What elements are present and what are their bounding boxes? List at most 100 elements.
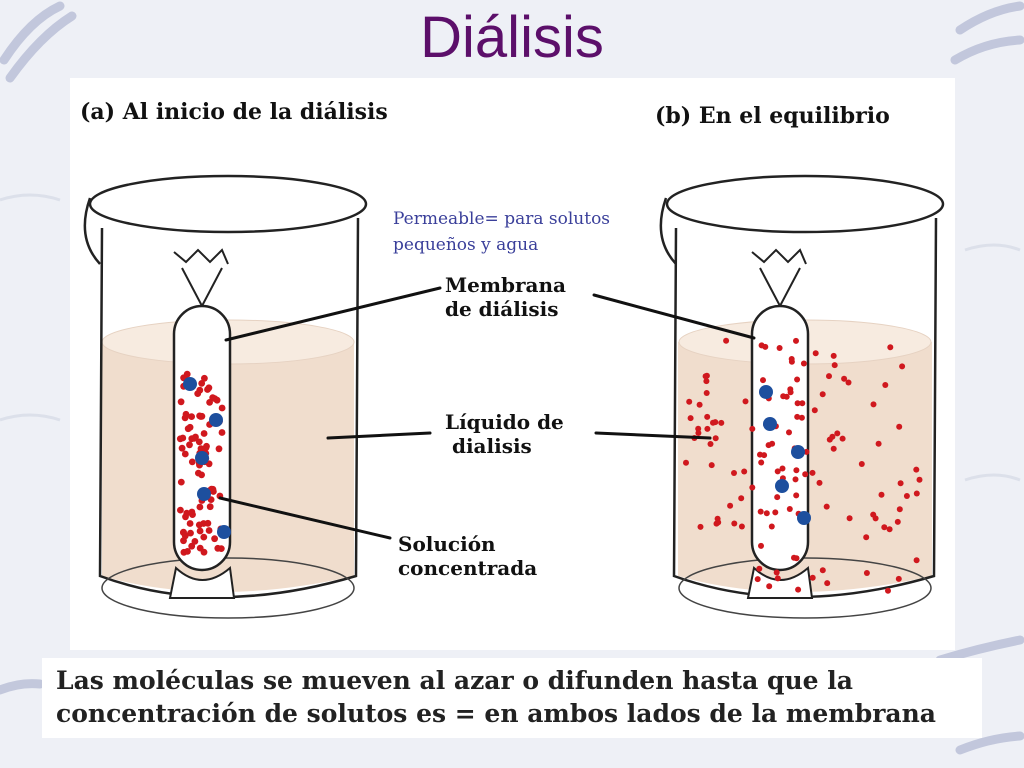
small-solute (760, 377, 766, 384)
small-solute (858, 461, 865, 467)
small-solute (200, 430, 208, 437)
small-solute (215, 445, 223, 453)
small-solute (214, 544, 222, 552)
small-solute (738, 523, 745, 530)
small-solute (839, 435, 846, 442)
small-solute (799, 400, 806, 407)
large-solute (217, 525, 231, 539)
small-solute (218, 404, 226, 412)
small-solute (895, 575, 902, 582)
small-solute (697, 523, 704, 530)
small-solute (738, 495, 745, 502)
large-solute (209, 413, 223, 427)
small-solute (727, 502, 734, 509)
small-solute (830, 445, 837, 452)
small-solute (830, 352, 837, 359)
small-solute (756, 565, 763, 572)
small-solute (184, 425, 192, 433)
leader-membrane-a (224, 286, 442, 342)
small-solute (803, 448, 810, 455)
small-solute (894, 518, 901, 525)
small-solute (187, 529, 194, 537)
membrane-label: Membrana de diálisis (445, 273, 605, 321)
small-solute (211, 535, 219, 543)
small-solute (703, 378, 710, 385)
small-solute (772, 509, 779, 516)
small-solute (913, 490, 920, 497)
small-solute (188, 458, 196, 466)
small-solute (683, 459, 689, 466)
large-solute (183, 377, 197, 391)
small-solute (182, 410, 190, 418)
small-solute (793, 337, 799, 344)
liquid-label: Líquido de dialisis (445, 410, 605, 458)
small-solute (809, 469, 816, 476)
leader-solution-a (218, 496, 392, 540)
small-solute (824, 580, 831, 587)
small-solute (703, 390, 710, 396)
small-solute (196, 503, 204, 511)
small-solute (863, 570, 870, 576)
small-solute (191, 538, 199, 545)
small-solute (200, 548, 208, 556)
small-solute (826, 373, 832, 380)
small-solute (710, 419, 716, 426)
large-solute (763, 417, 777, 431)
small-solute (899, 363, 906, 370)
small-solute (794, 400, 801, 407)
liquid-label-line2: dialisis (445, 434, 532, 458)
small-solute (205, 527, 213, 534)
small-solute (823, 503, 830, 510)
small-solute (712, 435, 719, 442)
small-solute (887, 344, 894, 351)
small-solute (875, 440, 882, 447)
small-solute (779, 465, 786, 472)
small-solute (776, 345, 783, 351)
small-solute (181, 532, 189, 540)
small-solute (846, 515, 853, 522)
solution-label: Solución concentrada (398, 532, 558, 580)
small-solute (885, 587, 891, 594)
large-solute (195, 451, 209, 465)
small-solute (819, 567, 826, 574)
small-solute (749, 425, 756, 432)
small-solute (198, 380, 206, 387)
small-solute (686, 398, 693, 405)
small-solute (757, 451, 763, 458)
small-solute (903, 493, 910, 499)
small-solute (731, 470, 737, 476)
large-solute (775, 479, 789, 493)
permeability-note-line2: pequeños y agua (393, 235, 539, 255)
small-solute (742, 398, 749, 405)
small-solute (197, 413, 205, 420)
small-solute (916, 476, 923, 483)
beaker-equilibrium-rim (665, 174, 945, 234)
membrane-label-line1: Membrana (445, 273, 567, 297)
small-solute (758, 542, 764, 549)
small-solute (769, 440, 776, 447)
solution-label-line2: concentrada (398, 556, 538, 580)
leader-membrane-b (592, 293, 756, 340)
small-solute (196, 527, 204, 535)
small-solute (195, 438, 203, 446)
small-solute (704, 425, 711, 432)
leader-liquid-b (594, 431, 712, 440)
small-solute (183, 370, 191, 378)
small-solute (204, 386, 211, 393)
small-solute (200, 533, 208, 541)
permeability-note-line1: Permeable= para solutos (393, 209, 611, 229)
small-solute (218, 429, 226, 436)
small-solute (841, 375, 848, 382)
beaker-start-rim (88, 174, 368, 234)
small-solute (831, 362, 838, 369)
small-solute (194, 390, 202, 397)
small-solute (802, 471, 809, 478)
small-solute (896, 423, 903, 430)
small-solute (687, 415, 694, 422)
small-solute (754, 576, 761, 583)
small-solute (708, 462, 715, 469)
small-solute (795, 586, 802, 593)
permeability-note: Permeable= para solutos pequeños y agua (393, 206, 663, 258)
small-solute (206, 503, 214, 511)
small-solute (177, 398, 185, 406)
